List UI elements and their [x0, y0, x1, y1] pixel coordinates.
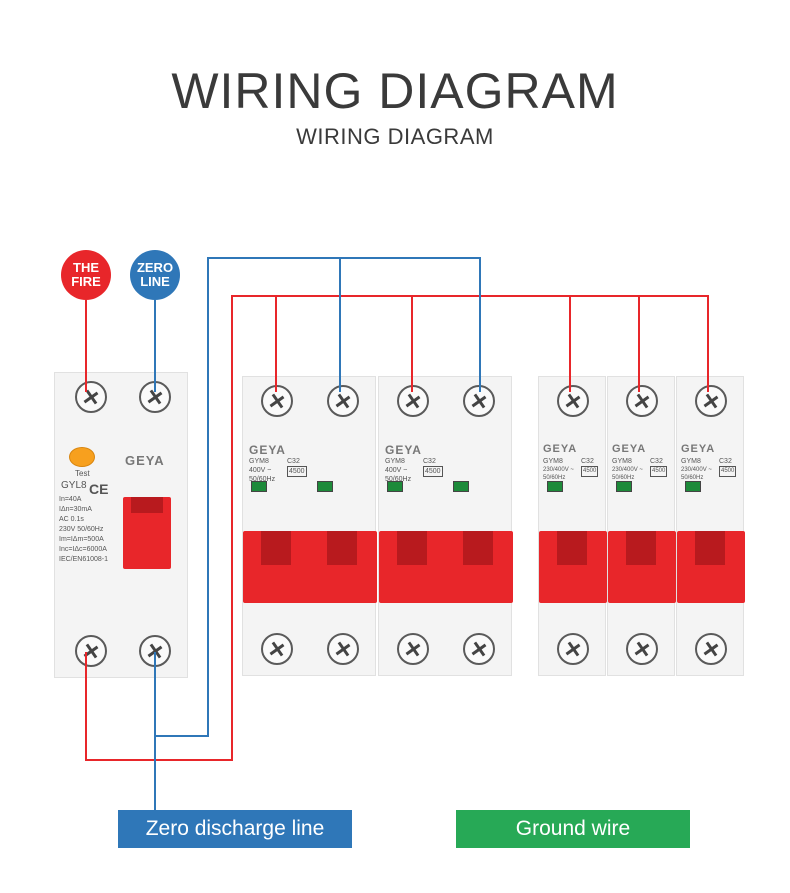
zero-discharge-label: Zero discharge line [118, 810, 352, 848]
rcbo-spec-6: IEC/EN61008-1 [59, 556, 109, 563]
status-indicator-icon [251, 481, 267, 492]
terminal-icon [327, 385, 359, 417]
rcbo-spec-4: Im=IΔm=500A [59, 536, 104, 543]
terminal-icon [463, 633, 495, 665]
mcb-model: GYM8 [543, 458, 563, 465]
terminal-icon [327, 633, 359, 665]
rcbo-spec-2: AC 0.1s [59, 516, 84, 523]
mcb-rating: C32 [581, 458, 594, 465]
status-indicator-icon [387, 481, 403, 492]
mcb-voltage: 230/400V ~ [612, 467, 643, 473]
mcb-rating: C32 [287, 458, 300, 465]
mcb-capacity: 4500 [423, 466, 443, 477]
mcb-toggle-top [397, 531, 427, 565]
terminal-icon [75, 381, 107, 413]
rcbo-device: Test GEYA GYL8 CE In=40A IΔn=30mA AC 0.1… [54, 372, 188, 678]
zero-wire-loop [155, 257, 481, 737]
mcb-voltage: 230/400V ~ [543, 467, 574, 473]
rcbo-toggle-base [131, 497, 163, 513]
status-indicator-icon [616, 481, 632, 492]
mcb-freq: 50/60Hz [612, 475, 635, 481]
page-subtitle: WIRING DIAGRAM [296, 124, 494, 149]
mcb-freq: 50/60Hz [681, 475, 704, 481]
mcb-1pole-a: GEYA GYM8 C32 230/400V ~ 4500 50/60Hz [538, 376, 607, 676]
page-title: WIRING DIAGRAM [171, 63, 619, 119]
fire-line-badge: THE FIRE [61, 250, 111, 300]
mcb-brand: GEYA [681, 443, 716, 455]
mcb-model: GYM8 [249, 458, 269, 465]
mcb-freq: 50/60Hz [543, 475, 566, 481]
rcbo-spec-3: 230V 50/60Hz [59, 526, 104, 533]
terminal-icon [557, 633, 589, 665]
fire-wire-output [85, 295, 709, 761]
mcb-rating: C32 [719, 458, 732, 465]
mcb-model: GYM8 [681, 458, 701, 465]
mcb-capacity: 4500 [287, 466, 307, 477]
terminal-icon [75, 635, 107, 667]
zero-line-badge: ZERO LINE [130, 250, 180, 300]
terminal-icon [626, 633, 658, 665]
terminal-icon [557, 385, 589, 417]
mcb-brand: GEYA [543, 443, 578, 455]
mcb-toggle-top [261, 531, 291, 565]
mcb-2pole-b: GEYA GYM8 C32 400V ~ 4500 50/60Hz [378, 376, 513, 676]
rcbo-brand: GEYA [125, 453, 165, 468]
status-indicator-icon [317, 481, 333, 492]
mcb-brand: GEYA [612, 443, 647, 455]
mcb-model: GYM8 [612, 458, 632, 465]
mcb-1pole-b: GEYA GYM8 C32 230/400V ~ 4500 50/60Hz [607, 376, 676, 676]
mcb-toggle-top [327, 531, 357, 565]
rcbo-spec-1: IΔn=30mA [59, 506, 92, 513]
mcb-model: GYM8 [385, 458, 405, 465]
terminal-icon [695, 633, 727, 665]
mcb-capacity: 4500 [650, 466, 668, 477]
mcb-rating: C32 [650, 458, 663, 465]
rcbo-model: GYL8 [61, 480, 87, 491]
mcb-voltage: 400V ~ [249, 467, 272, 474]
ce-mark: CE [89, 481, 109, 497]
terminal-icon [261, 633, 293, 665]
status-indicator-icon [547, 481, 563, 492]
mcb-2pole-a: GEYA GYM8 C32 400V ~ 4500 50/60Hz [242, 376, 377, 676]
rcbo-spec-5: Inc=IΔc=6000A [59, 546, 107, 553]
status-indicator-icon [453, 481, 469, 492]
terminal-icon [397, 633, 429, 665]
mcb-freq: 50/60Hz [385, 476, 412, 483]
test-label: Test [75, 469, 90, 478]
status-indicator-icon [685, 481, 701, 492]
mcb-toggle-top [626, 531, 656, 565]
mcb-voltage: 400V ~ [385, 467, 408, 474]
mcb-voltage: 230/400V ~ [681, 467, 712, 473]
terminal-icon [626, 385, 658, 417]
mcb-brand: GEYA [249, 443, 286, 457]
mcb-capacity: 4500 [719, 466, 737, 477]
mcb-toggle-top [695, 531, 725, 565]
mcb-freq: 50/60Hz [249, 476, 276, 483]
mcb-brand: GEYA [385, 443, 422, 457]
mcb-capacity: 4500 [581, 466, 599, 477]
test-button[interactable] [69, 447, 95, 467]
mcb-1pole-c: GEYA GYM8 C32 230/400V ~ 4500 50/60Hz [676, 376, 745, 676]
rcbo-spec-0: In=40A [59, 496, 82, 503]
mcb-toggle-top [463, 531, 493, 565]
ground-wire-label: Ground wire [456, 810, 690, 848]
mcb-rating: C32 [423, 458, 436, 465]
terminal-icon [695, 385, 727, 417]
mcb-toggle-top [557, 531, 587, 565]
